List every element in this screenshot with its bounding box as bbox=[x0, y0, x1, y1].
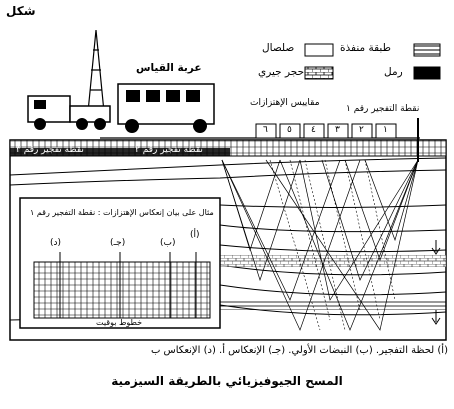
permeable-layer bbox=[220, 300, 446, 310]
inset-title: مثال على بيان إنعكاس الإهتزازات : نقطة ا… bbox=[30, 208, 214, 217]
recording-truck-label: عربة القياس bbox=[136, 62, 202, 74]
legend-permeable-label: طبقة منفذة bbox=[340, 42, 391, 54]
reflection-paths bbox=[269, 159, 396, 331]
drilling-rig bbox=[87, 29, 105, 113]
shot-point-1-label: نقطة التفجير رقم ١ bbox=[346, 104, 420, 114]
geophone-number-1: ١ bbox=[383, 125, 388, 135]
legend-clay-label: صلصال bbox=[262, 42, 295, 54]
shot-point-3-label: نقطة تفجير رقم ٣ bbox=[16, 145, 84, 155]
limestone-layer bbox=[220, 255, 446, 267]
seismogram-traces bbox=[33, 261, 211, 319]
recording-truck bbox=[117, 83, 215, 133]
figure-label: شكل bbox=[6, 4, 36, 18]
figure-caption: المسح الجيوفيزيائي بالطريقة السيزمية bbox=[111, 374, 343, 388]
geophone-number-4: ٤ bbox=[311, 125, 316, 135]
geophone-number-2: ٢ bbox=[359, 125, 364, 135]
legend-sand-label: رمل bbox=[384, 66, 403, 78]
inset-marker-a: (أ) bbox=[190, 230, 200, 240]
inset-marker-d: (د) bbox=[50, 238, 62, 248]
geophone-number-6: ٦ bbox=[263, 125, 268, 135]
legend-clay-swatch bbox=[304, 43, 334, 57]
geophone-markers bbox=[255, 123, 397, 139]
legend-limestone-swatch bbox=[304, 66, 334, 80]
inset-footer: خطوط بوقيت bbox=[96, 318, 143, 327]
seismogram-marker-lines bbox=[59, 252, 197, 318]
shot-truck bbox=[27, 95, 111, 130]
geophone-number-3: ٣ bbox=[335, 125, 340, 135]
inset-marker-b: (ب) bbox=[160, 238, 176, 248]
geophones-label: مقاييس الإهتزازات bbox=[250, 98, 320, 108]
legend-sand-swatch bbox=[413, 66, 441, 80]
depth-arrows bbox=[431, 240, 441, 325]
seismic-ray-paths bbox=[221, 159, 419, 331]
legend-limestone-label: حجر جيري bbox=[258, 66, 305, 78]
bottom-notes: (أ) لحظة التفجير. (ب) النبضات الأولي. (ج… bbox=[150, 345, 448, 356]
shot-point-2-label: نقطة تفجير رقم ٢ bbox=[135, 145, 203, 155]
inset-marker-c: (جـ) bbox=[110, 238, 126, 248]
legend-permeable-swatch bbox=[413, 43, 441, 57]
geophone-number-5: ٥ bbox=[287, 125, 292, 135]
sand-surface bbox=[10, 148, 230, 156]
